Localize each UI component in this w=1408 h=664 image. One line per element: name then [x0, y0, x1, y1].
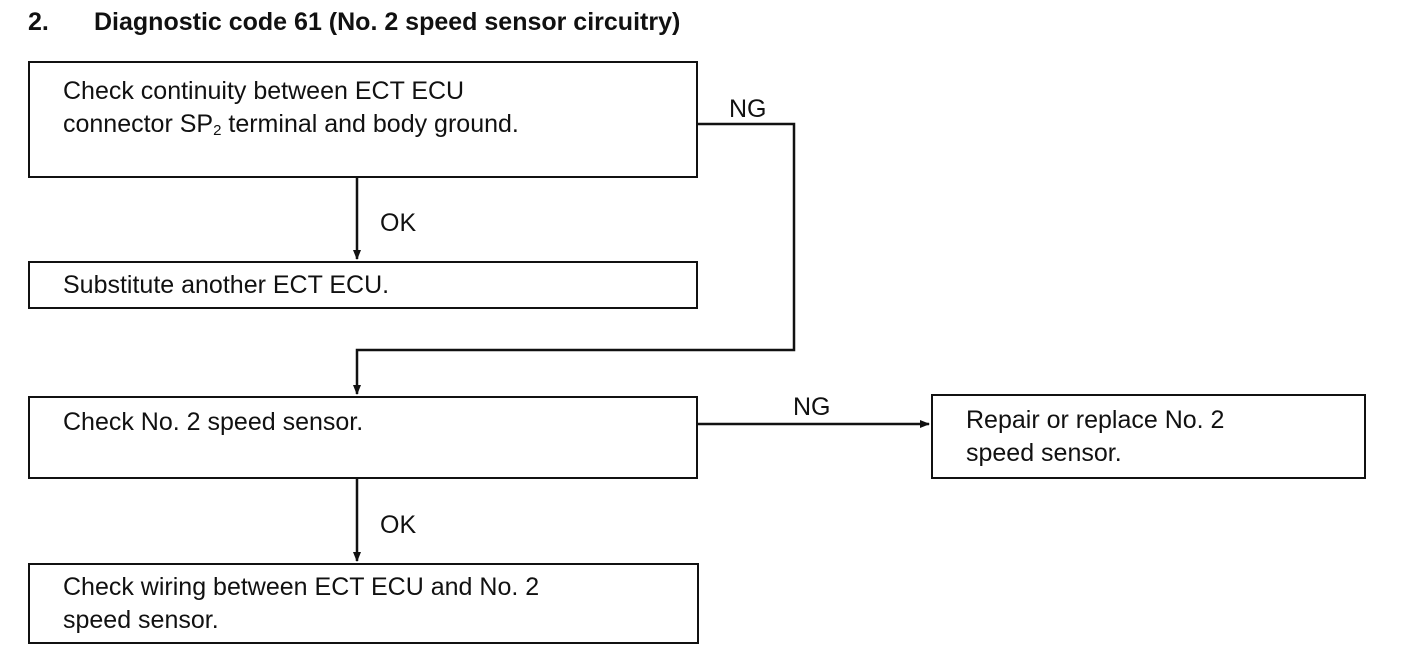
repair-line1: Repair or replace No. 2: [966, 406, 1225, 434]
step-check-continuity: Check continuity between ECT ECU connect…: [28, 61, 698, 178]
label-ng-continuity: NG: [729, 95, 767, 123]
label-ng-sensor: NG: [793, 393, 831, 421]
repair-line2: speed sensor.: [966, 439, 1122, 467]
substitute-text: Substitute another ECT ECU.: [63, 271, 390, 299]
title-text: Diagnostic code 61 (No. 2 speed sensor c…: [94, 8, 681, 36]
step-repair-sensor: Repair or replace No. 2 speed sensor.: [931, 394, 1366, 479]
step-check-wiring: Check wiring between ECT ECU and No. 2 s…: [28, 563, 699, 644]
section-number: 2.: [28, 8, 49, 36]
continuity-line2: connector SP2 terminal and body ground.: [63, 110, 519, 139]
step-substitute-ecu: Substitute another ECT ECU.: [28, 261, 698, 309]
label-ok-sensor: OK: [380, 511, 417, 539]
arrow-ng-continuity: [353, 122, 796, 395]
diagram-title: 2. Diagnostic code 61 (No. 2 speed sensor…: [28, 8, 680, 37]
step-check-sensor: Check No. 2 speed sensor.: [28, 396, 698, 479]
wiring-line2: speed sensor.: [63, 606, 219, 634]
label-ok-continuity: OK: [380, 209, 417, 237]
continuity-line1: Check continuity between ECT ECU: [63, 77, 465, 105]
check-sensor-text: Check No. 2 speed sensor.: [63, 408, 364, 436]
wiring-line1: Check wiring between ECT ECU and No. 2: [63, 573, 540, 601]
